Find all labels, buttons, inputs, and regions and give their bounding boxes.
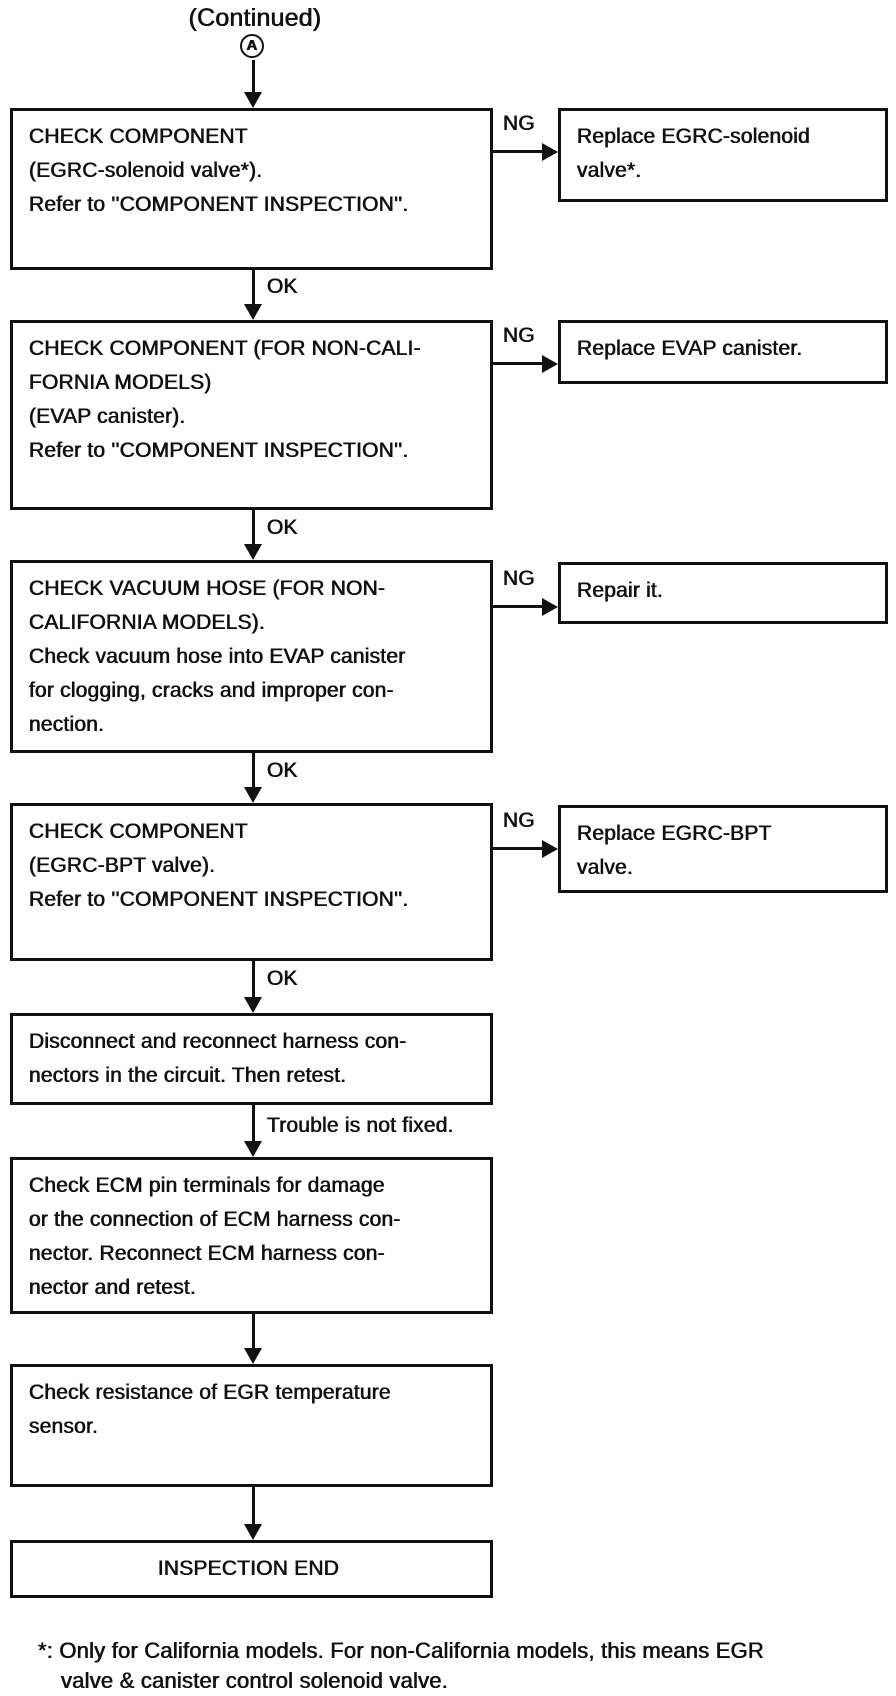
reconnect-harness-box: Disconnect and reconnect harness con- ne…: [10, 1013, 493, 1105]
arrowhead-down-icon: [244, 304, 262, 320]
arrowhead-right-icon: [542, 840, 558, 858]
flow-line-2: [252, 270, 255, 304]
arrowhead-right-icon: [542, 355, 558, 373]
flow-line-3: [252, 510, 255, 544]
flow-line-7: [252, 1314, 255, 1348]
continued-label: (Continued): [188, 4, 322, 32]
flow-line-1: [252, 60, 255, 93]
ng-label-1: NG: [503, 112, 535, 135]
replace-evap-canister-box: Replace EVAP canister.: [558, 320, 888, 384]
arrowhead-down-icon: [244, 1524, 262, 1540]
arrowhead-down-icon: [244, 92, 262, 108]
arrowhead-right-icon: [542, 598, 558, 616]
repair-it-box: Repair it.: [558, 562, 888, 624]
ok-label-1: OK: [267, 275, 298, 298]
ok-label-2: OK: [267, 516, 298, 539]
ng-line-4: [493, 847, 542, 850]
arrowhead-down-icon: [244, 787, 262, 803]
arrowhead-down-icon: [244, 997, 262, 1013]
ng-line-2: [493, 362, 542, 365]
flow-line-5: [252, 961, 255, 997]
replace-egrc-bpt-valve-box: Replace EGRC-BPT valve.: [558, 805, 888, 893]
ok-label-4: OK: [267, 967, 298, 990]
inspection-end-box: INSPECTION END: [10, 1540, 493, 1598]
ng-label-3: NG: [503, 567, 535, 590]
arrowhead-down-icon: [244, 544, 262, 560]
check-evap-canister-box: CHECK COMPONENT (FOR NON-CALI- FORNIA MO…: [10, 320, 493, 510]
arrowhead-down-icon: [244, 1141, 262, 1157]
ng-line-1: [493, 150, 542, 153]
footnote: *: Only for California models. For non-C…: [38, 1638, 765, 1693]
replace-egrc-solenoid-valve-box: Replace EGRC-solenoid valve*.: [558, 108, 888, 202]
check-ecm-terminals-box: Check ECM pin terminals for damage or th…: [10, 1157, 493, 1314]
ng-label-4: NG: [503, 809, 535, 832]
trouble-not-fixed-label: Trouble is not fixed.: [267, 1114, 454, 1137]
check-egr-sensor-resistance-box: Check resistance of EGR temperature sens…: [10, 1364, 493, 1487]
check-egrc-solenoid-valve-box: CHECK COMPONENT (EGRC-solenoid valve*). …: [10, 108, 493, 270]
arrowhead-down-icon: [244, 1348, 262, 1364]
ng-label-2: NG: [503, 324, 535, 347]
flow-line-6: [252, 1105, 255, 1141]
arrowhead-right-icon: [542, 143, 558, 161]
ok-label-3: OK: [267, 759, 298, 782]
flow-line-8: [252, 1487, 255, 1524]
check-vacuum-hose-box: CHECK VACUUM HOSE (FOR NON- CALIFORNIA M…: [10, 560, 493, 753]
ng-line-3: [493, 605, 542, 608]
check-egrc-bpt-valve-box: CHECK COMPONENT (EGRC-BPT valve). Refer …: [10, 803, 493, 961]
connector-a-badge: A: [240, 34, 264, 58]
flow-line-4: [252, 753, 255, 787]
